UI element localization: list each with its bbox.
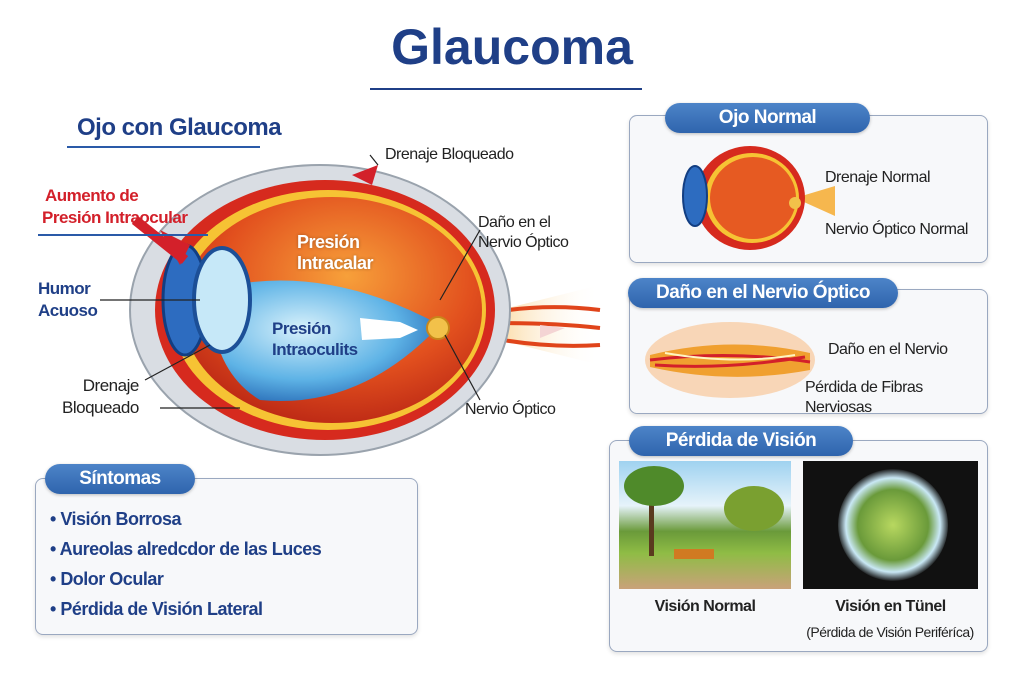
nerve-damage-header: Daño en el Nervio Óptico [628, 278, 898, 308]
normal-nerve-label: Nervio Óptico Normal [825, 221, 968, 238]
vision-loss-header: Pérdida de Visión [629, 426, 853, 456]
normal-vision-image [619, 461, 791, 589]
damaged-nerve-illustration [645, 322, 815, 398]
symptoms-header: Síntomas [45, 464, 195, 494]
glaucoma-eye-heading: Ojo con Glaucoma [77, 114, 282, 141]
nerve-damage-label: Daño en el Nervio [828, 341, 948, 358]
symptom-text: Aureolas alredcdor de las Luces [59, 539, 322, 559]
label-dano-nervio: Daño en el Nervio Óptico [478, 213, 569, 253]
pressure-arrow-white [360, 318, 418, 340]
fiber-loss-label: Pérdida de Fibras Nerviosas [805, 379, 923, 416]
vision-loss-panel: Visión Normal Visión en Tünel (Pérdida d… [609, 440, 988, 652]
label-drenaje-bloqueado-bottom: Drenaje Bloqueado [62, 375, 139, 419]
label-line: Humor [38, 279, 91, 298]
label-line: Daño en el [478, 214, 551, 231]
label-presion-lower: Presión Intraoculits [272, 318, 358, 360]
page-title: Glaucoma [391, 19, 633, 75]
normal-eye-panel: Drenaje Normal Nervio Óptico Normal [629, 115, 988, 263]
label-line: Presión [297, 232, 360, 252]
label-underline [38, 234, 208, 236]
label-line: Acuoso [38, 301, 98, 320]
title-underline [370, 88, 642, 90]
label-aumento-presion: Aumento de Presión Intraocular [42, 185, 188, 229]
heading-underline [67, 146, 260, 148]
normal-eye-header: Ojo Normal [665, 103, 870, 133]
symptom-text: Visión Borrosa [60, 509, 182, 529]
tunnel-vision-image [803, 461, 978, 589]
symptoms-panel: • Visión Borrosa • Aureolas alredcdor de… [35, 478, 418, 635]
label-nervio-optico: Nervio Óptico [465, 401, 556, 418]
tunnel-vision-subcaption: (Pérdida de Visión Periféríca) [806, 624, 974, 640]
label-line: Nervio Óptico [478, 234, 569, 251]
normal-vision-caption: Visión Normal [654, 598, 756, 615]
label-line: Intraoculits [272, 340, 358, 359]
symptom-text: Dolor Ocular [60, 569, 164, 589]
symptom-item: • Aureolas alredcdor de las Luces [50, 539, 322, 559]
label-line: Intracalar [297, 253, 374, 273]
tunnel-vision-caption: Visión en Tünel [835, 598, 946, 615]
label-line: Bloqueado [62, 398, 139, 417]
lens [192, 246, 252, 354]
normal-eye-illustration [682, 146, 835, 250]
label-line: Presión Intraocular [42, 208, 188, 227]
nerve-damage-panel: Daño en el Nervio Pérdida de Fibras Nerv… [629, 289, 988, 416]
symptom-item: • Pérdida de Visión Lateral [50, 599, 263, 619]
label-line: Presión [272, 319, 331, 338]
symptom-item: • Dolor Ocular [50, 569, 164, 589]
label-line: Aumento de [45, 186, 139, 205]
symptom-text: Pérdida de Visión Lateral [60, 599, 263, 619]
label-presion-upper: Presión Intracalar [297, 232, 374, 274]
symptom-item: • Visión Borrosa [50, 509, 182, 529]
glaucoma-eye-illustration [100, 154, 601, 456]
vitreous-body [210, 280, 440, 402]
label-line: Drenaje [82, 376, 140, 395]
label-humor-acuoso: Humor Acuoso [38, 278, 98, 322]
optic-disc [426, 316, 450, 340]
normal-drainage-label: Drenaje Normal [825, 169, 931, 186]
label-drenaje-bloqueado-top: Drenaje Bloqueado [385, 146, 514, 163]
